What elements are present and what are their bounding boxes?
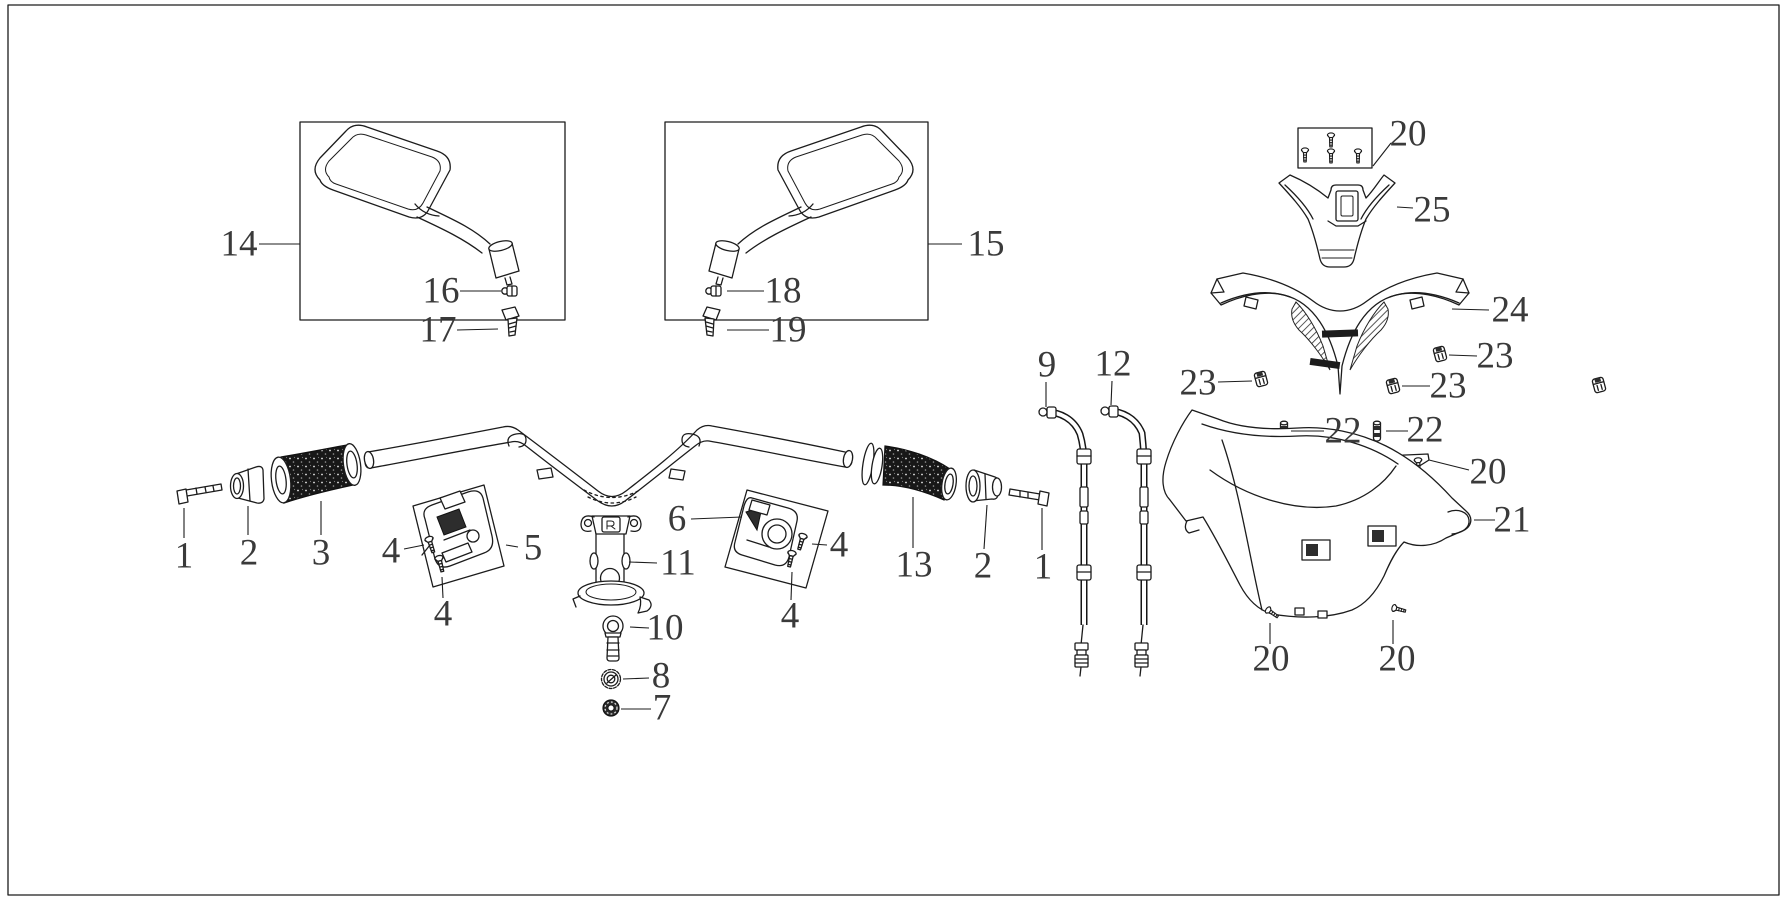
stem-bolt [602,615,624,662]
callout-leader-2 [983,504,988,550]
part-number-22: 22 [1407,410,1444,451]
upper-handlebar-cover [1210,272,1470,395]
part-number-18: 18 [765,271,802,312]
part-number-23: 23 [1477,336,1514,377]
callout-leader-6 [690,516,743,520]
handlebar [363,424,854,507]
part-number-19: 19 [770,310,807,351]
retainer-clip [1385,377,1401,395]
right-mirror-box [664,121,929,321]
mirror-adapter-left [501,306,520,337]
part-number-10: 10 [647,608,684,649]
throttle-cable-a [1038,406,1092,677]
cover-screw [1326,132,1336,148]
part-number-4: 4 [434,594,453,635]
part-number-23: 23 [1430,366,1467,407]
callout-leader-5 [505,544,519,548]
throttle-grip [861,442,958,501]
callout-leader-8 [622,677,650,680]
part-number-4: 4 [781,596,800,637]
part-number-21: 21 [1494,500,1531,541]
part-number-9: 9 [1038,345,1057,386]
right-switch-assembly [733,497,798,567]
part-number-20: 20 [1470,452,1507,493]
cover-screw [1353,148,1363,164]
callout-leader-12 [1110,380,1113,406]
locating-pin [1372,420,1382,442]
part-number-17: 17 [420,310,457,351]
cover-screw [1390,603,1407,616]
part-number-1: 1 [1034,547,1053,588]
front-cover [1278,174,1396,268]
part-number-22: 22 [1325,411,1362,452]
part-number-8: 8 [652,656,671,697]
part-number-23: 23 [1180,363,1217,404]
callout-leader-25 [1396,206,1414,209]
right-switch-box [724,489,829,589]
callout-leader-10 [629,626,650,629]
mirror-adapter-right [702,306,721,337]
part-number-4: 4 [830,525,849,566]
part-number-15: 15 [968,224,1005,265]
part-number-20: 20 [1379,639,1416,680]
lower-handlebar-cover [1162,409,1472,619]
cover-screw [1300,147,1310,163]
retainer-clip [1432,345,1448,363]
flange-nut [602,699,620,717]
page-frame [7,4,1780,896]
cover-screw [1326,148,1336,164]
left-mirror-box [299,121,566,321]
left-grip [270,443,362,504]
washer [600,668,622,690]
part-number-3: 3 [312,533,331,574]
left-mirror [314,124,520,286]
part-number-20: 20 [1253,639,1290,680]
part-number-24: 24 [1492,290,1529,331]
part-number-25: 25 [1414,190,1451,231]
callout-leader-20 [1428,459,1470,471]
retainer-clip [1591,376,1607,394]
mirror-nut-right [705,285,722,297]
right-mirror [708,124,914,286]
left-handlebar-bolt [176,483,223,505]
switch-screw [794,531,809,552]
callout-leader-4 [441,576,444,599]
part-number-6: 6 [668,499,687,540]
part-number-11: 11 [660,543,696,584]
part-number-13: 13 [896,545,933,586]
part-number-7: 7 [653,688,672,729]
callout-leader-4 [790,571,793,601]
part-number-1: 1 [175,536,194,577]
callout-leader-4 [403,544,425,550]
retainer-clip [1253,370,1269,388]
callout-leader-24 [1451,308,1490,311]
part-number-16: 16 [423,271,460,312]
callout-leader-4 [811,543,828,546]
part-number-12: 12 [1095,344,1132,385]
part-number-2: 2 [974,546,993,587]
callout-leader-20 [1372,142,1392,167]
right-bar-end [965,469,1003,503]
left-bar-end [229,465,265,504]
right-handlebar-bolt [1008,488,1050,507]
callout-leader-23 [1448,354,1478,357]
screw-set-box [1297,127,1373,169]
left-switch-assembly [421,490,494,568]
part-number-4: 4 [382,531,401,572]
mirror-nut-left [501,285,518,297]
part-number-20: 20 [1390,114,1427,155]
part-number-14: 14 [221,224,258,265]
part-number-2: 2 [240,533,259,574]
steering-stem [572,515,652,614]
throttle-cable-b [1100,405,1152,677]
callout-leader-11 [628,561,658,564]
callout-leader-23 [1217,380,1253,383]
part-number-5: 5 [524,528,543,569]
callout-leader-17 [456,328,499,331]
